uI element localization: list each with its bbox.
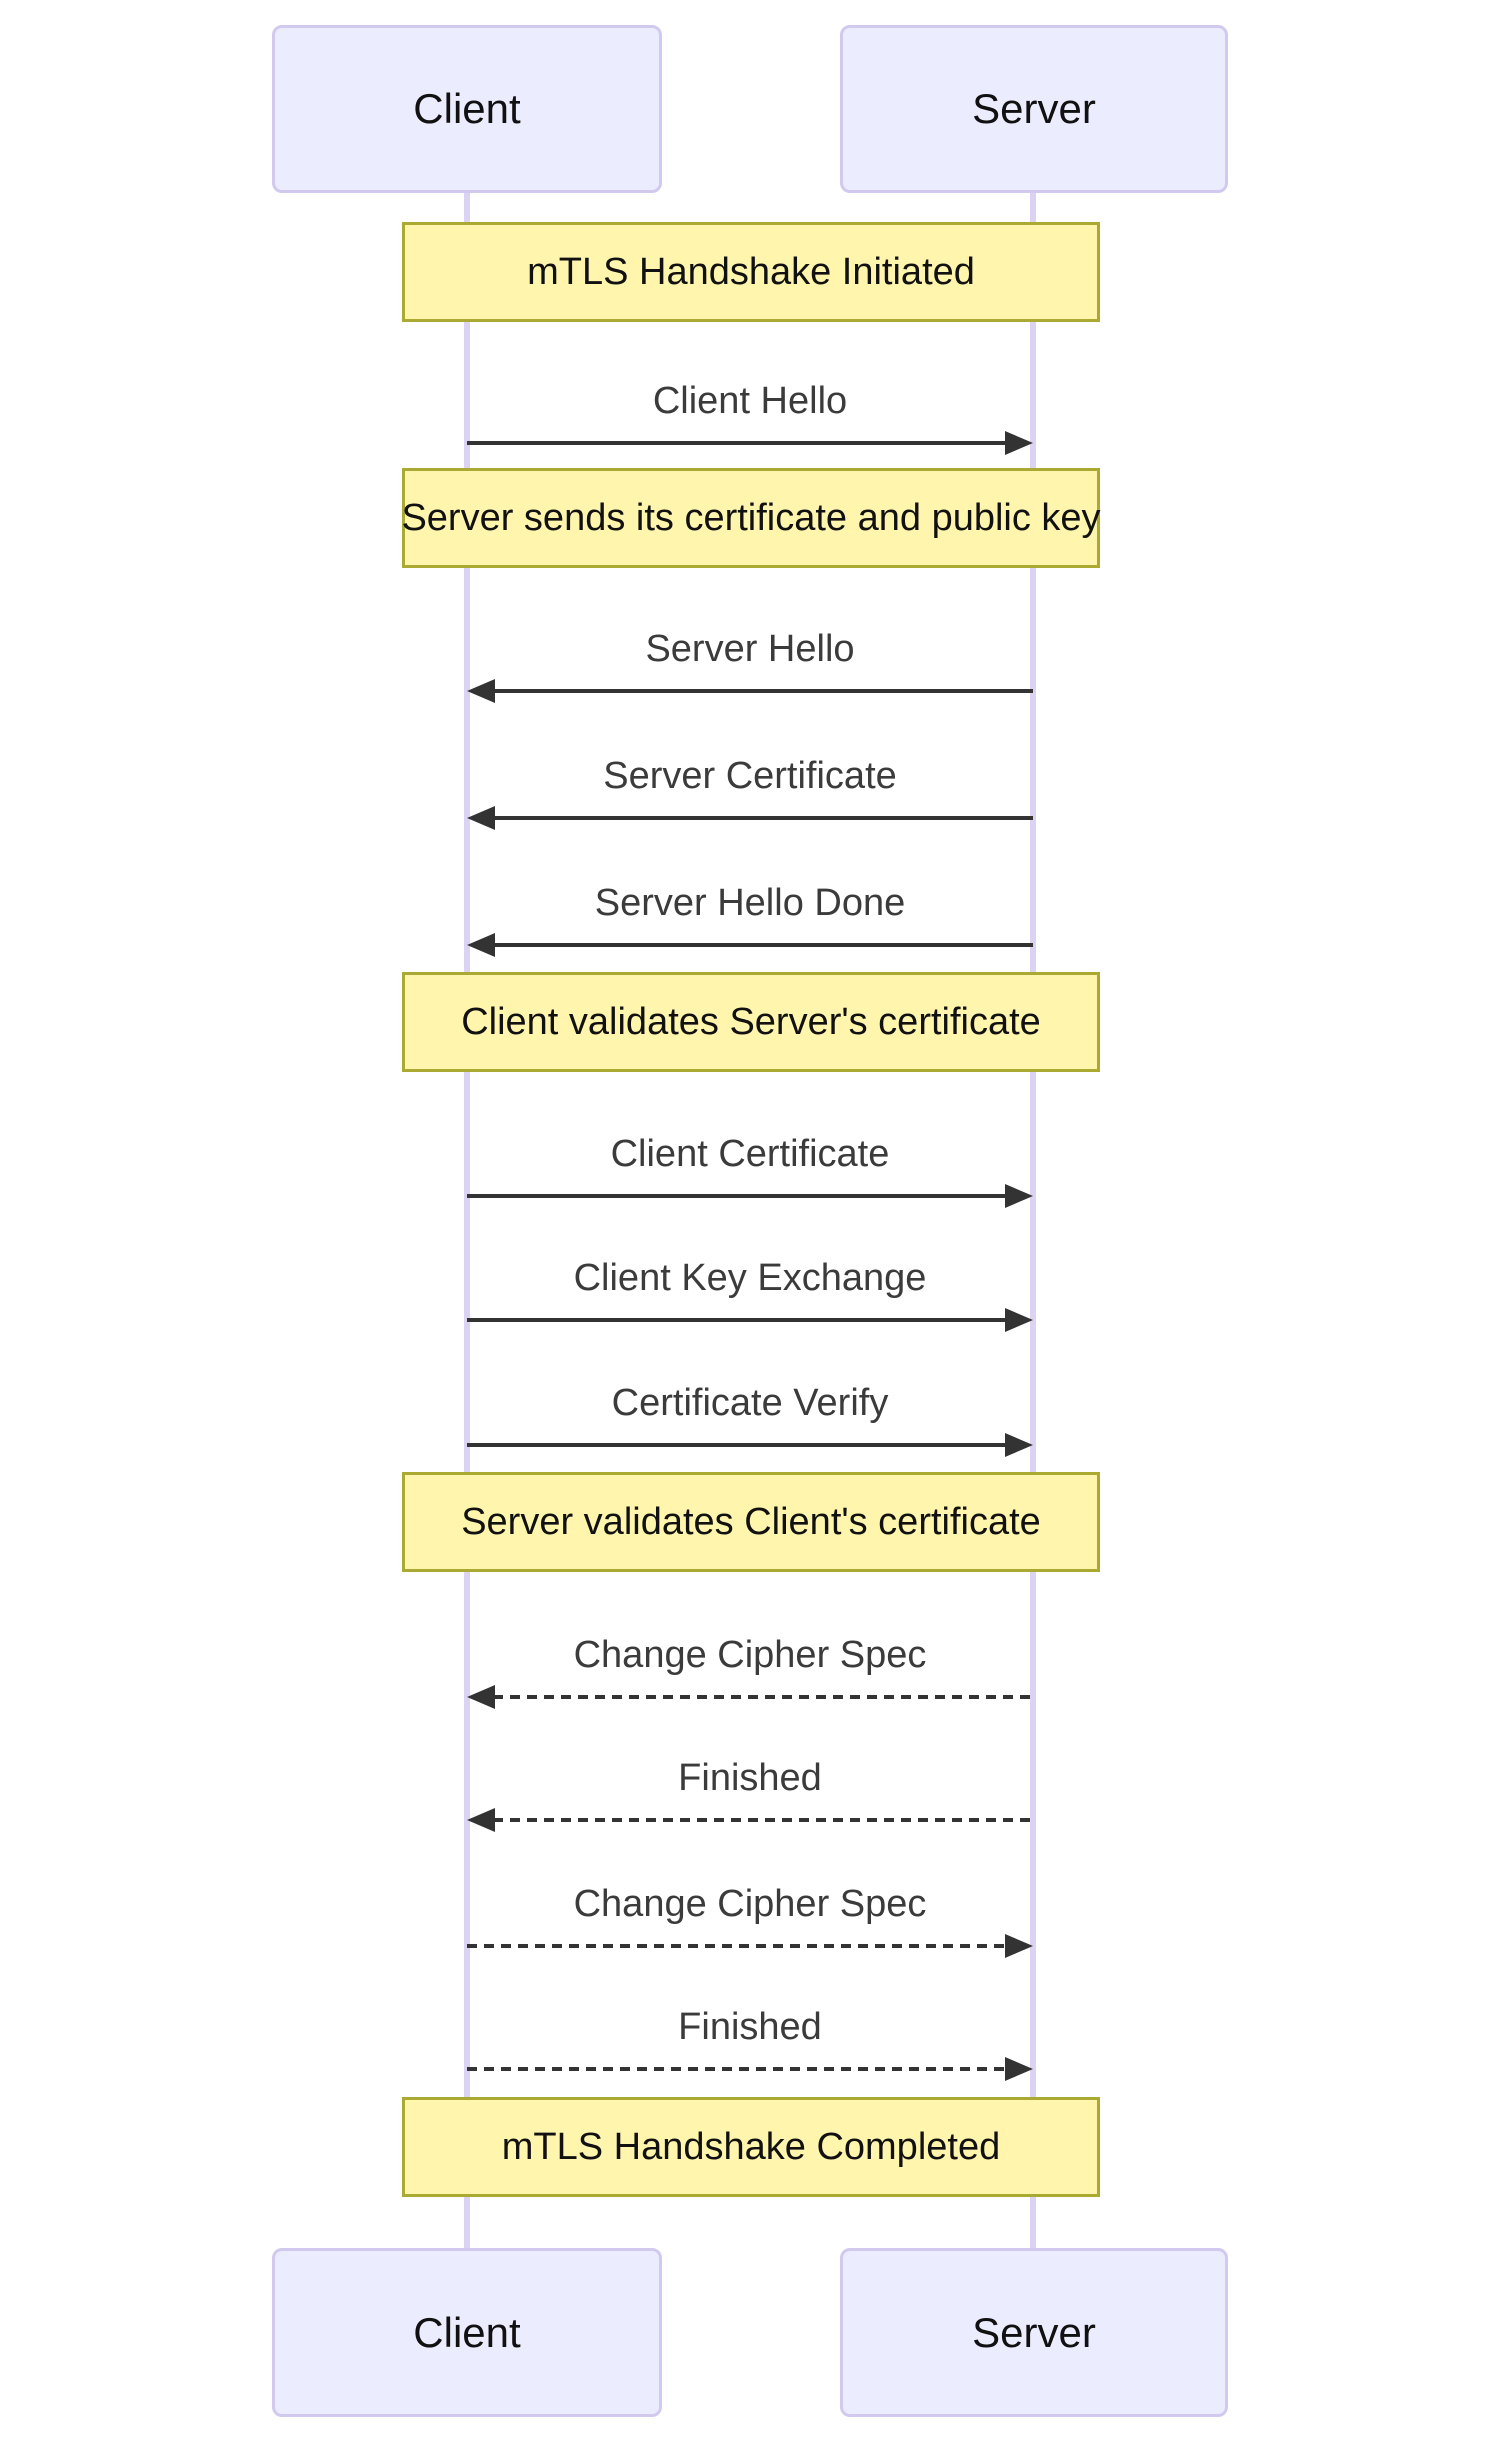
message-label: Server Hello	[645, 628, 855, 670]
arrow-line	[467, 2067, 1007, 2071]
arrowhead-left-icon	[467, 1685, 495, 1709]
message-label: Change Cipher Spec	[573, 1883, 927, 1925]
arrowhead-left-icon	[467, 679, 495, 703]
message-label: Client Certificate	[610, 1133, 890, 1175]
actor-client-bottom: Client	[272, 2248, 662, 2417]
actor-client-top: Client	[272, 25, 662, 193]
arrowhead-right-icon	[1005, 1433, 1033, 1457]
arrowhead-right-icon	[1005, 431, 1033, 455]
message-client-key-exchange: Client Key Exchange	[467, 1258, 1033, 1332]
message-client-hello: Client Hello	[467, 381, 1033, 455]
message-label: Server Certificate	[603, 755, 897, 797]
message-finished-to-server: Finished	[467, 2007, 1033, 2081]
arrowhead-right-icon	[1005, 2057, 1033, 2081]
arrow-line	[467, 1443, 1007, 1447]
arrow-line	[467, 1194, 1007, 1198]
note-client-validates-certificate: Client validates Server's certificate	[402, 972, 1100, 1072]
arrow-line	[493, 943, 1033, 947]
lifeline-client	[464, 193, 470, 2248]
message-certificate-verify: Certificate Verify	[467, 1383, 1033, 1457]
arrowhead-right-icon	[1005, 1308, 1033, 1332]
arrow-line	[493, 689, 1033, 693]
note-handshake-completed: mTLS Handshake Completed	[402, 2097, 1100, 2197]
message-server-hello: Server Hello	[467, 629, 1033, 703]
arrowhead-left-icon	[467, 933, 495, 957]
arrowhead-right-icon	[1005, 1184, 1033, 1208]
arrow-line	[493, 1695, 1033, 1699]
message-label: Client Key Exchange	[573, 1257, 927, 1299]
note-handshake-initiated: mTLS Handshake Initiated	[402, 222, 1100, 322]
arrowhead-left-icon	[467, 806, 495, 830]
message-server-certificate: Server Certificate	[467, 756, 1033, 830]
message-change-cipher-spec-to-server: Change Cipher Spec	[467, 1884, 1033, 1958]
message-label: Finished	[678, 2006, 822, 2048]
arrow-line	[467, 1944, 1007, 1948]
message-label: Certificate Verify	[611, 1382, 889, 1424]
message-change-cipher-spec-to-client: Change Cipher Spec	[467, 1635, 1033, 1709]
arrow-line	[493, 816, 1033, 820]
arrow-line	[467, 441, 1007, 445]
message-label: Finished	[678, 1757, 822, 1799]
message-client-certificate: Client Certificate	[467, 1134, 1033, 1208]
actor-server-bottom: Server	[840, 2248, 1228, 2417]
note-server-validates-certificate: Server validates Client's certificate	[402, 1472, 1100, 1572]
lifeline-server	[1030, 193, 1036, 2248]
message-label: Change Cipher Spec	[573, 1634, 927, 1676]
actor-server-top: Server	[840, 25, 1228, 193]
arrow-line	[467, 1318, 1007, 1322]
message-label: Server Hello Done	[594, 882, 906, 924]
message-label: Client Hello	[652, 380, 848, 422]
arrow-line	[493, 1818, 1033, 1822]
message-finished-to-client: Finished	[467, 1758, 1033, 1832]
note-server-sends-certificate: Server sends its certificate and public …	[401, 468, 1101, 568]
arrowhead-right-icon	[1005, 1934, 1033, 1958]
message-server-hello-done: Server Hello Done	[467, 883, 1033, 957]
arrowhead-left-icon	[467, 1808, 495, 1832]
